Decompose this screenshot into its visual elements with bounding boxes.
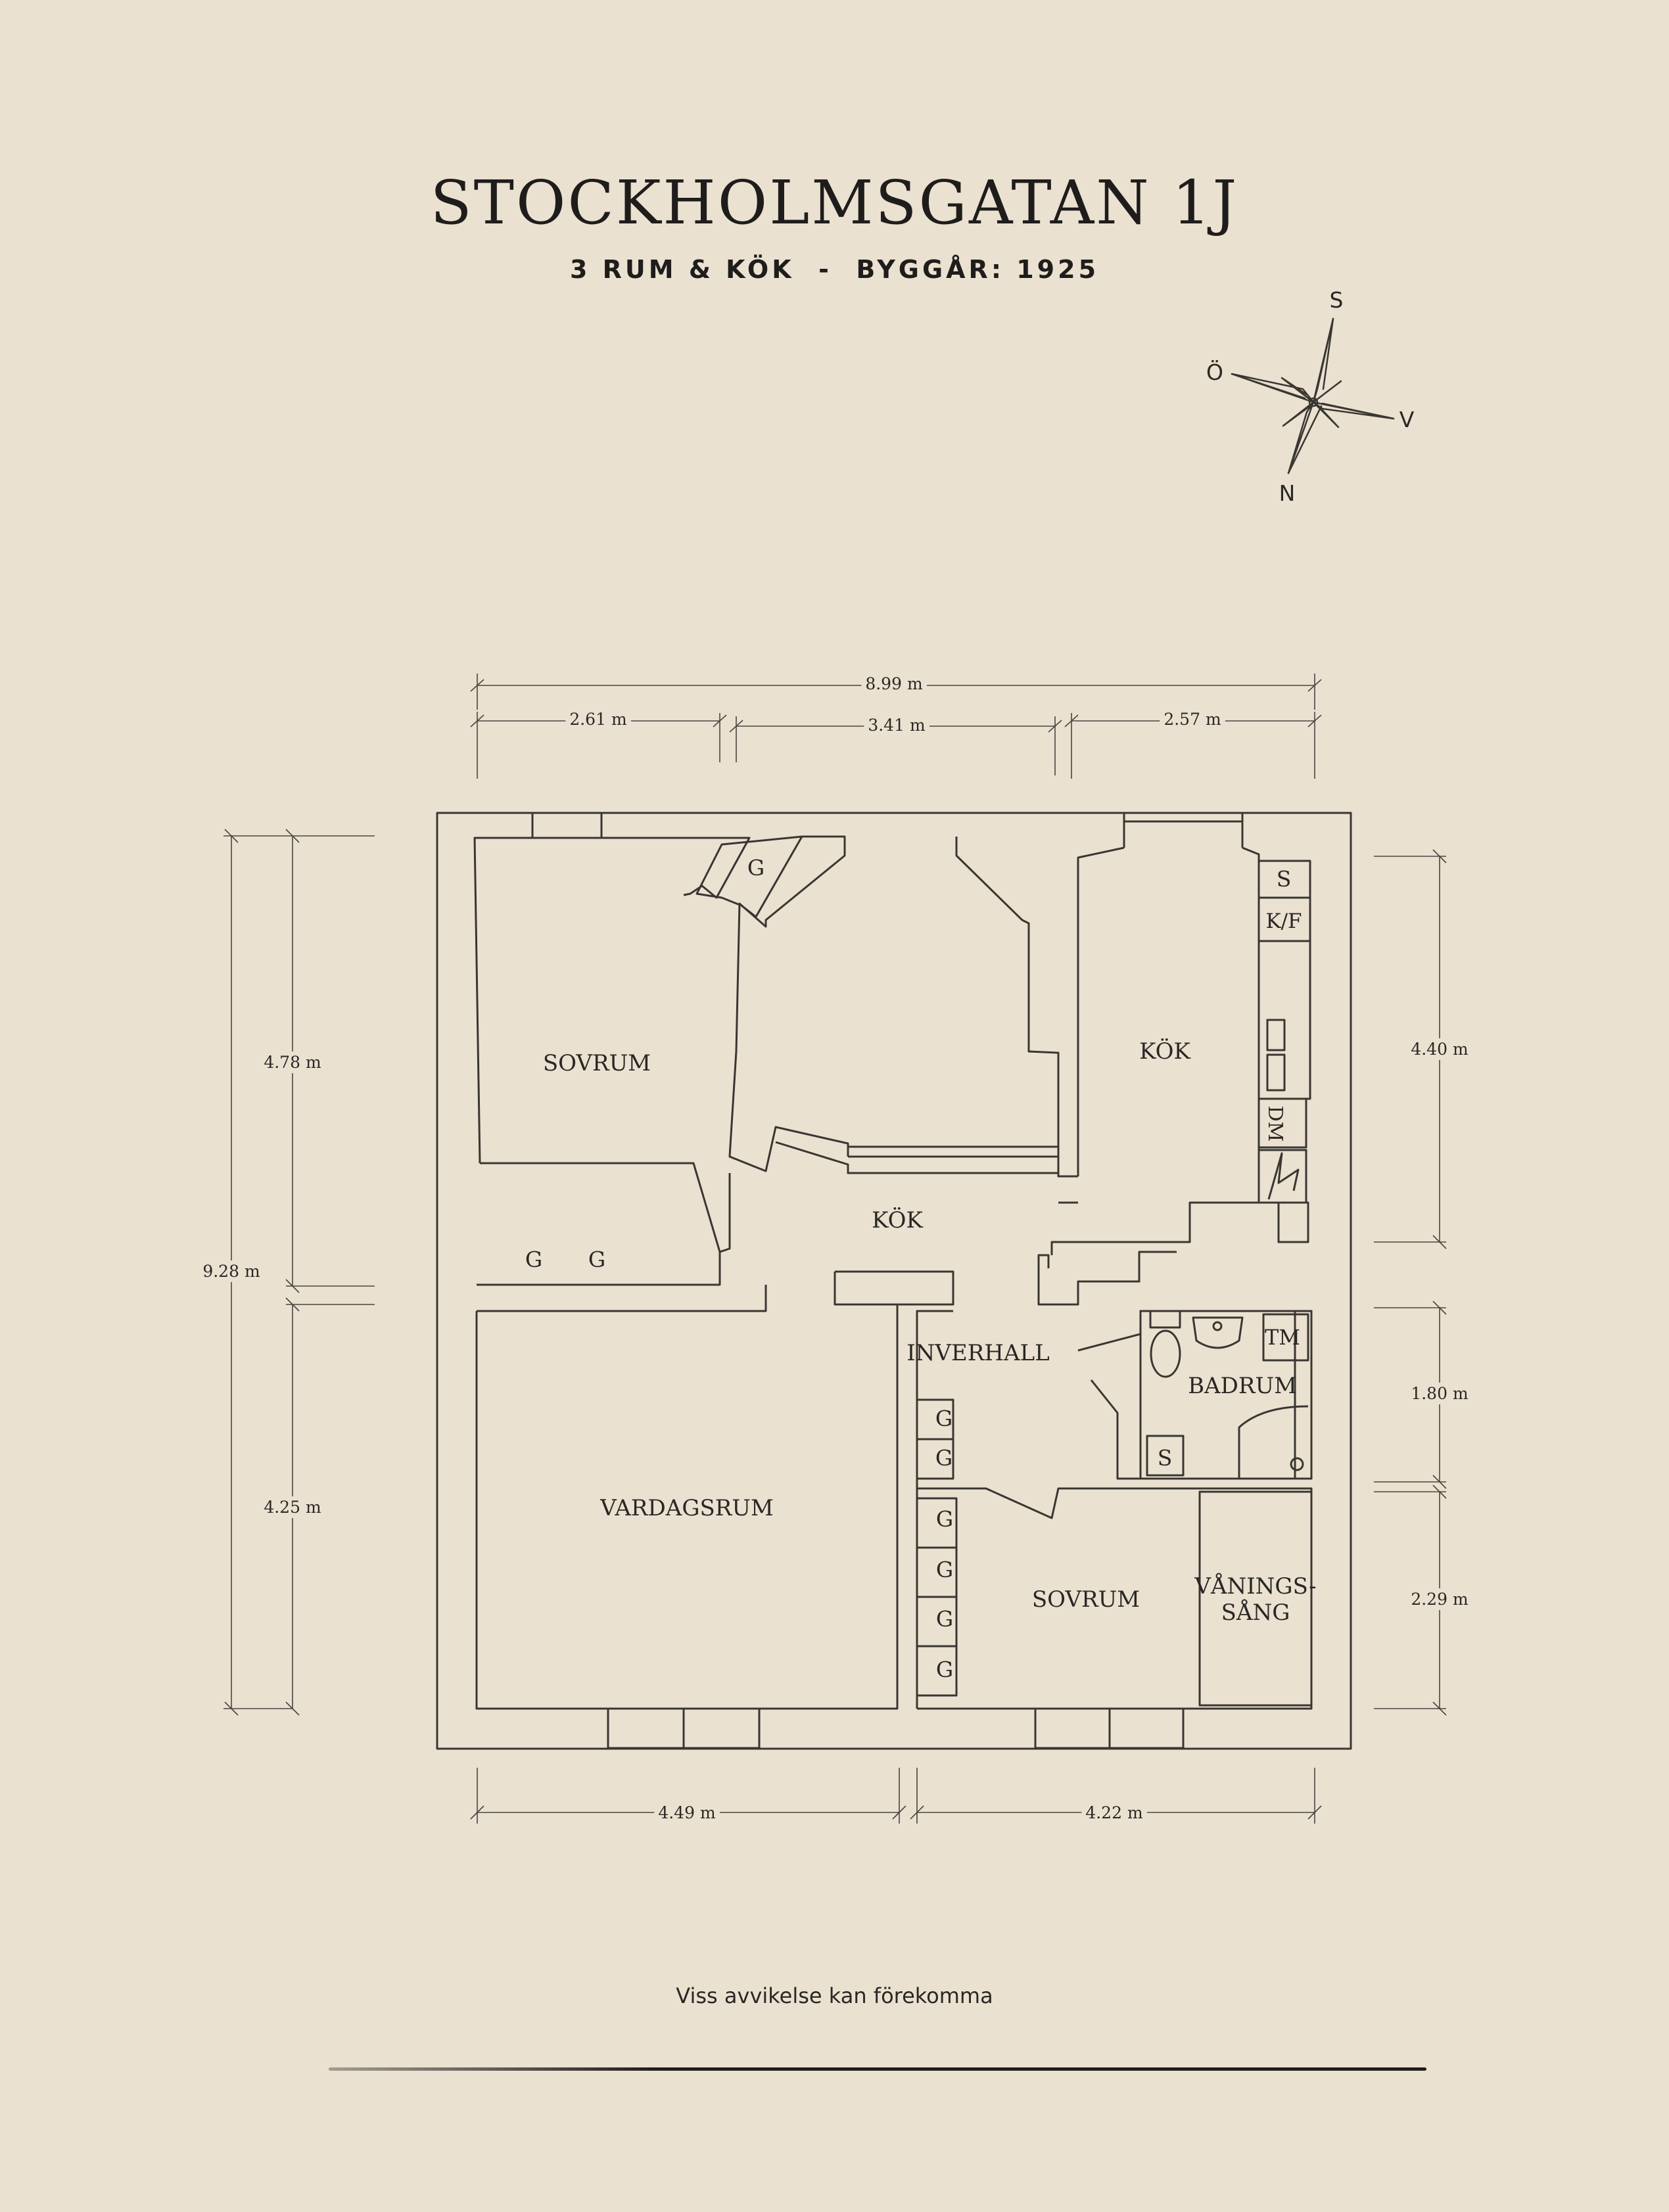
room-label-kok-upper: KÖK	[1139, 1038, 1190, 1065]
room-label-inverhall: INVERHALL	[906, 1340, 1050, 1366]
fridge-freezer-label: K/F	[1265, 910, 1302, 933]
dim-right-lower: 2.29 m	[1411, 1590, 1469, 1609]
room-label-vardagsrum: VARDAGSRUM	[599, 1495, 774, 1521]
dimension-label-pad	[260, 1051, 325, 1073]
wardrobe-label: G	[936, 1506, 953, 1532]
washer-label: TM	[1265, 1325, 1300, 1350]
compass-north: N	[1279, 480, 1296, 506]
bath-cabinet-label: S	[1158, 1445, 1173, 1471]
dishwasher-label: DM	[1263, 1106, 1286, 1142]
wardrobe-label: G	[935, 1406, 952, 1431]
dimension-label-pad	[1081, 1802, 1147, 1824]
plan-subtitle: 3 RUM & KÖK - BYGGÅR: 1925	[569, 255, 1100, 284]
compass-west: V	[1399, 407, 1415, 432]
dimension-lines	[223, 674, 1447, 1824]
room-label-vanings-1: VÅNINGS-	[1194, 1573, 1316, 1600]
dimension-label-pad	[861, 673, 927, 695]
dim-top-left: 2.61 m	[569, 710, 627, 729]
compass-rose-icon	[1231, 317, 1395, 474]
dimension-label-pad	[654, 1802, 720, 1824]
room-label-kok-middle: KÖK	[872, 1207, 923, 1233]
stove-label: S	[1277, 866, 1292, 892]
dim-left-lower: 4.25 m	[264, 1498, 321, 1517]
dimension-label-pad	[1407, 1038, 1472, 1060]
dimension-label-pad	[260, 1496, 325, 1518]
dimension-label-pad	[1407, 1383, 1472, 1404]
wardrobe-label: G	[525, 1247, 542, 1272]
dim-left-upper: 4.78 m	[264, 1053, 321, 1072]
dim-bottom-left: 4.49 m	[658, 1803, 716, 1822]
walls	[436, 812, 1352, 1750]
wardrobe-label: G	[936, 1557, 953, 1582]
dimension-label-pad	[864, 714, 929, 736]
room-label-sovrum-1: SOVRUM	[543, 1050, 651, 1076]
dim-top-right: 2.57 m	[1164, 710, 1221, 729]
dim-right-middle: 1.80 m	[1411, 1384, 1469, 1403]
wardrobe-label: G	[588, 1247, 605, 1272]
plan-title: STOCKHOLMSGATAN 1J	[430, 168, 1239, 238]
compass-east: Ö	[1206, 359, 1223, 385]
dim-top-middle: 3.41 m	[868, 716, 926, 735]
dimension-label-pad	[199, 1260, 264, 1282]
dimension-label-pad	[1160, 708, 1225, 730]
wardrobe-label: G	[747, 855, 764, 881]
dim-right-upper: 4.40 m	[1411, 1040, 1469, 1059]
compass-south: S	[1330, 287, 1344, 313]
wardrobe-label: G	[935, 1445, 952, 1471]
wardrobe-label: G	[936, 1657, 953, 1682]
room-label-vanings-2: SÅNG	[1221, 1599, 1290, 1626]
room-label-sovrum-2: SOVRUM	[1032, 1586, 1140, 1613]
dimension-label-pad	[565, 708, 631, 730]
dim-bottom-right: 4.22 m	[1085, 1803, 1143, 1822]
wardrobe-label: G	[936, 1606, 953, 1632]
room-label-badrum: BADRUM	[1188, 1373, 1297, 1399]
dimension-label-pad	[1407, 1588, 1472, 1610]
dim-left-total: 9.28 m	[202, 1262, 260, 1281]
footer-divider	[329, 2067, 1426, 2071]
dim-top-total: 8.99 m	[865, 674, 923, 693]
disclaimer-text: Viss avvikelse kan förekomma	[676, 1983, 993, 2008]
